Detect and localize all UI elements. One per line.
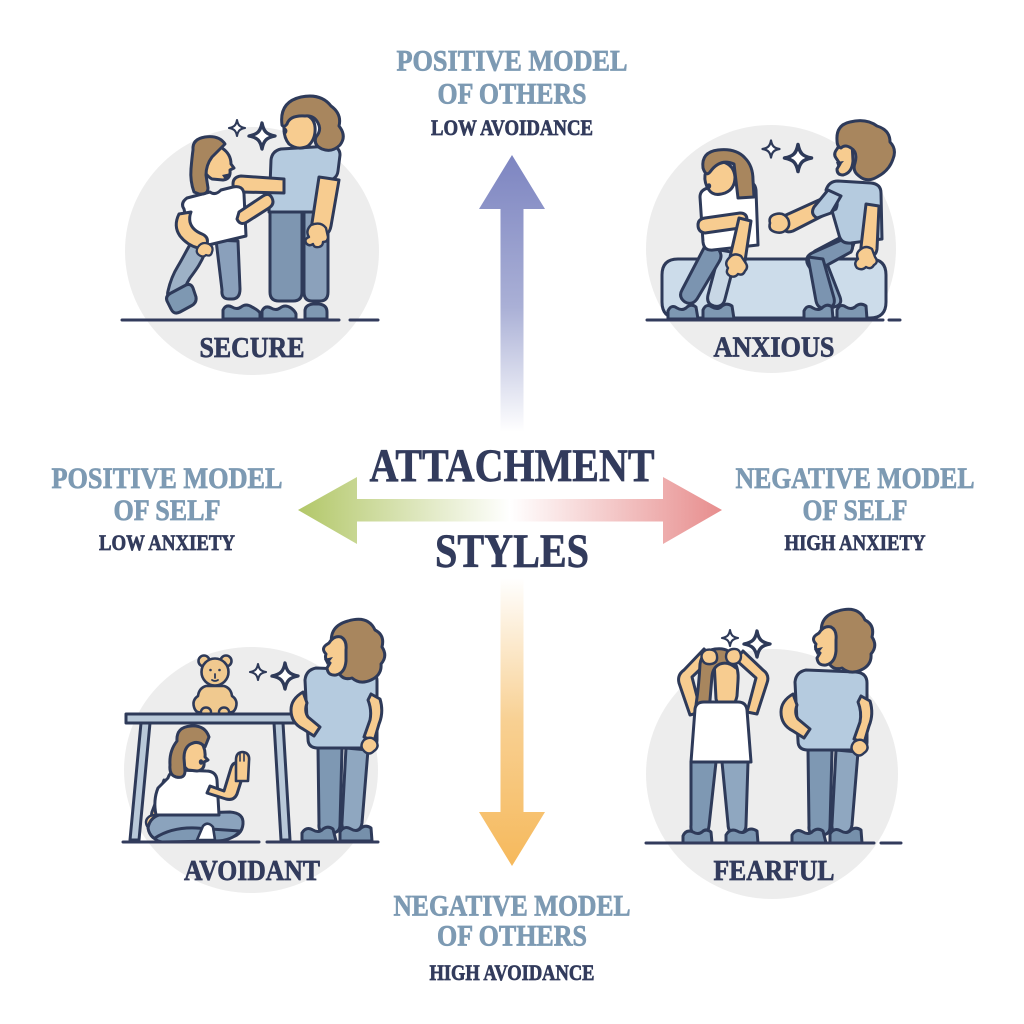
svg-text:POSITIVE MODEL: POSITIVE MODEL — [397, 45, 628, 78]
svg-text:OF SELF: OF SELF — [803, 494, 908, 527]
svg-text:SECURE: SECURE — [200, 332, 305, 364]
svg-text:NEGATIVE MODEL: NEGATIVE MODEL — [394, 890, 631, 923]
svg-text:LOW ANXIETY: LOW ANXIETY — [99, 530, 235, 555]
svg-text:NEGATIVE MODEL: NEGATIVE MODEL — [736, 462, 975, 495]
svg-text:OF OTHERS: OF OTHERS — [437, 920, 587, 953]
svg-text:ATTACHMENT: ATTACHMENT — [370, 440, 655, 492]
svg-text:HIGH ANXIETY: HIGH ANXIETY — [785, 530, 926, 555]
svg-text:AVOIDANT: AVOIDANT — [184, 855, 320, 887]
svg-text:OF OTHERS: OF OTHERS — [438, 78, 587, 111]
svg-text:STYLES: STYLES — [435, 525, 589, 578]
svg-text:POSITIVE MODEL: POSITIVE MODEL — [52, 462, 283, 495]
svg-text:ANXIOUS: ANXIOUS — [714, 332, 835, 364]
svg-text:LOW AVOIDANCE: LOW AVOIDANCE — [431, 115, 593, 140]
svg-text:FEARFUL: FEARFUL — [714, 855, 835, 887]
svg-text:HIGH AVOIDANCE: HIGH AVOIDANCE — [430, 960, 595, 985]
svg-text:OF SELF: OF SELF — [114, 494, 221, 527]
